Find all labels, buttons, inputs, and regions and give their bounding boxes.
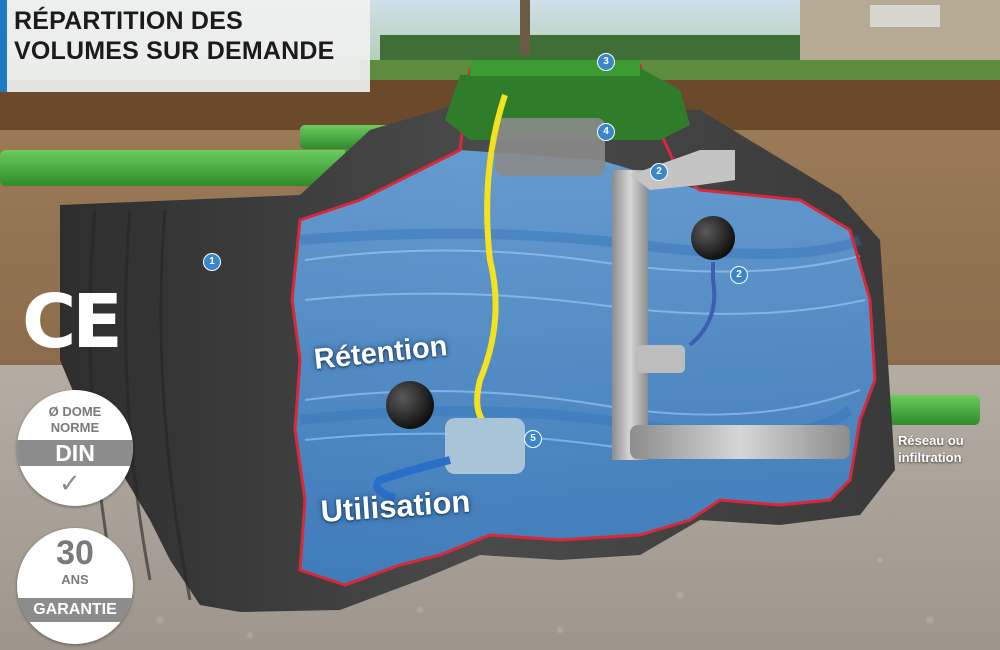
- title-line-2: VOLUMES SUR DEMANDE: [14, 37, 335, 65]
- tree-trunk: [520, 0, 530, 55]
- din-standard-badge: Ø DOME NORME DIN ✓: [17, 390, 133, 506]
- overflow-bottom-pipe: [630, 425, 850, 459]
- warranty-years: 30: [56, 534, 94, 572]
- callout-marker-filter: 4: [597, 123, 615, 141]
- outlet-destination-label: Réseau ou infiltration: [898, 432, 964, 466]
- pump-hose: [373, 456, 451, 502]
- din-badge-line-2: NORME: [50, 420, 100, 435]
- house-window: [870, 5, 940, 27]
- warranty-badge: 30 ANS GARANTIE: [17, 528, 133, 644]
- callout-marker-dome: 3: [597, 53, 615, 71]
- upper-float-ball: [691, 216, 735, 260]
- title-panel: RÉPARTITION DES VOLUMES SUR DEMANDE: [0, 0, 370, 92]
- filter-basket: [495, 118, 605, 176]
- din-badge-line-1: Ø DOME: [48, 404, 102, 419]
- tank-ribs: [88, 209, 192, 601]
- pump-body: [445, 418, 525, 474]
- water-cutaway: [292, 150, 875, 585]
- warranty-unit: ANS: [61, 572, 89, 587]
- warranty-band: GARANTIE: [17, 598, 133, 622]
- checkmark-icon: ✓: [59, 468, 81, 498]
- overflow-side-branch: [635, 345, 685, 373]
- outlet-label-line-1: Réseau ou: [898, 433, 964, 448]
- overflow-riser: [612, 170, 648, 460]
- callout-marker-pump: 5: [524, 430, 542, 448]
- gravel-texture: [154, 555, 936, 640]
- callout-marker-float: 2: [730, 266, 748, 284]
- pump-cable: [474, 94, 508, 433]
- title-accent-bar: [0, 0, 7, 92]
- upper-float-hose: [688, 262, 717, 347]
- lower-float-ball: [386, 381, 434, 429]
- callout-marker-tank: 1: [203, 253, 221, 271]
- title-line-1: RÉPARTITION DES: [14, 7, 243, 35]
- ce-mark: CE: [22, 279, 123, 365]
- diagram-title: RÉPARTITION DES VOLUMES SUR DEMANDE: [14, 6, 335, 66]
- din-badge-band: DIN: [17, 440, 133, 466]
- outlet-label-line-2: infiltration: [898, 450, 962, 465]
- callout-marker-overflow: 2: [650, 163, 668, 181]
